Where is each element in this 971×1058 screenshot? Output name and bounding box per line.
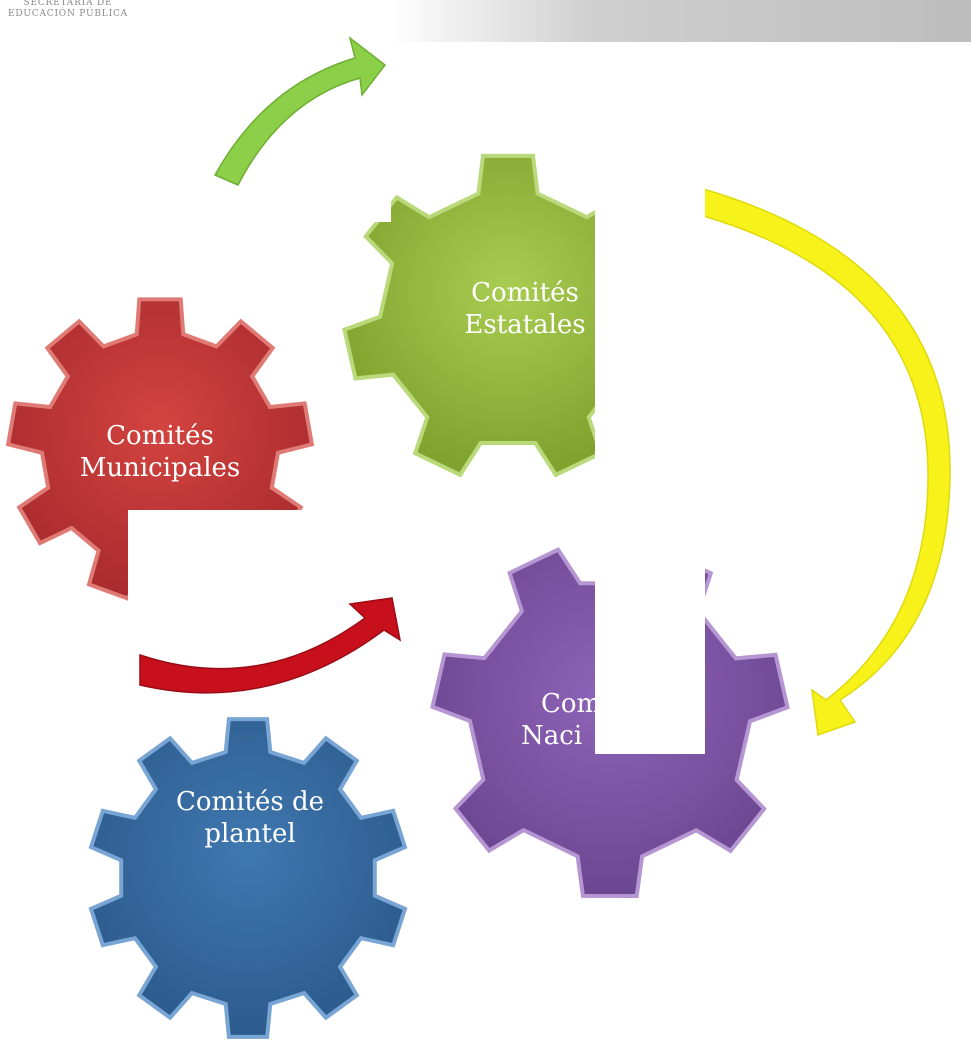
overlay-block-right [595, 178, 705, 754]
node-label-plantel: Comités de plantel [165, 786, 335, 850]
logo-area: SECRETARÍA DE EDUCACIÓN PÚBLICA [0, 0, 390, 42]
yellow-cycle-arrow [699, 187, 951, 737]
gear-body-plantel [88, 717, 408, 1039]
estatales-line-2: Estatales [464, 310, 586, 340]
overlay-block-small-2 [310, 510, 328, 552]
red-cycle-arrow [139, 597, 402, 694]
municipales-line-2: Municipales [79, 453, 241, 483]
node-label-nacionales: Com Naci [521, 688, 602, 752]
nacionales-line-1: Com [541, 689, 602, 719]
logo-line-2: EDUCACIÓN PÚBLICA [8, 9, 128, 19]
plantel-line-2: plantel [204, 819, 296, 849]
gear-comites-plantel [88, 717, 408, 1039]
node-label-estatales: Comités Estatales [450, 277, 600, 341]
sep-logo: SECRETARÍA DE EDUCACIÓN PÚBLICA [8, 0, 128, 20]
municipales-line-1: Comités [106, 421, 214, 451]
overlay-spacer-2 [405, 850, 413, 1058]
overlay-spacer [705, 215, 773, 755]
overlay-block-small [363, 180, 391, 222]
node-label-municipales: Comités Municipales [70, 420, 250, 484]
overlay-block-left [128, 510, 310, 618]
estatales-line-1: Comités [471, 278, 579, 308]
header-bar [390, 0, 971, 42]
plantel-line-1: Comités de [176, 787, 324, 817]
nacionales-line-2: Naci [521, 721, 583, 751]
logo-line-1: SECRETARÍA DE [23, 0, 113, 8]
green-cycle-arrow [213, 36, 387, 186]
